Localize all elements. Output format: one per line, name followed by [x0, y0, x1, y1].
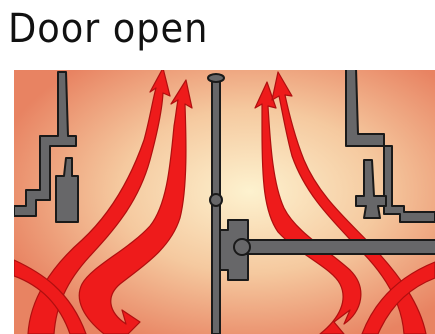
- right-inner-bracket: [355, 159, 387, 219]
- left-inner-bracket: [55, 157, 79, 223]
- flow-arrow-icon: [14, 259, 87, 334]
- rod-top-cap: [207, 73, 225, 83]
- door-hardware: [14, 70, 435, 334]
- right-door-frame: [345, 70, 435, 223]
- left-door-frame: [14, 71, 77, 217]
- flow-arrow-icon: [361, 261, 435, 334]
- lever-arm: [239, 239, 435, 255]
- flow-arrow-icon: [27, 70, 171, 334]
- flow-arrow-icon: [254, 81, 362, 334]
- rod-knuckle: [209, 193, 223, 207]
- pivot-pin: [233, 238, 251, 256]
- page-title: Door open: [8, 6, 209, 52]
- flow-arrow-icon: [78, 79, 193, 334]
- flow-arrows: [14, 70, 435, 334]
